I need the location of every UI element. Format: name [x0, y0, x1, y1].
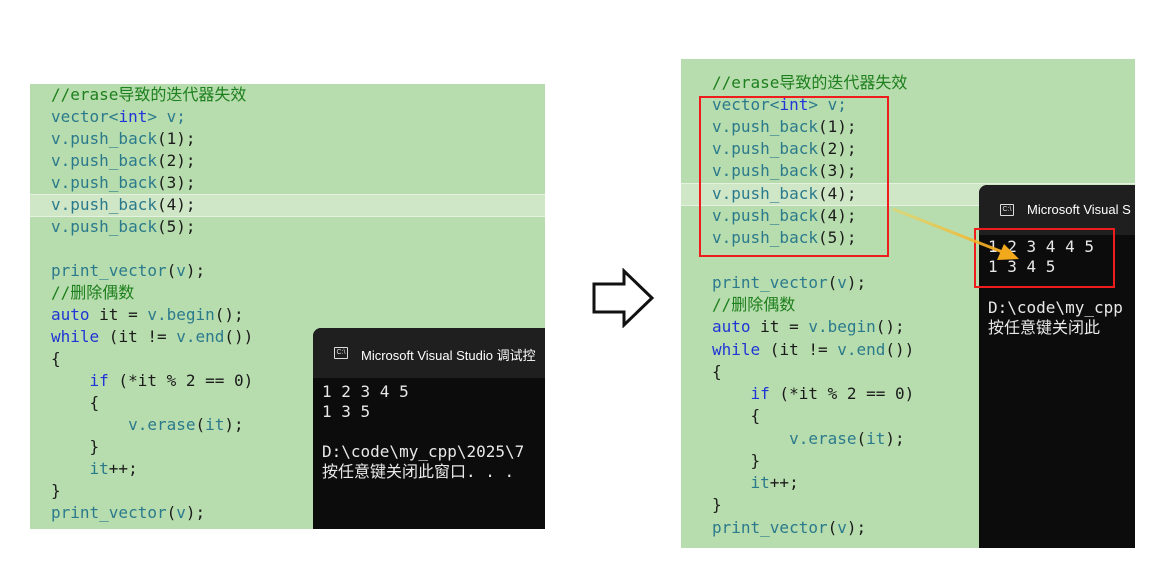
code-line: v.push_back(3);	[712, 161, 857, 180]
code-line: while (it != v.end())	[51, 327, 254, 346]
code-line: v.push_back(1);	[712, 117, 857, 136]
code-line: v.push_back(5);	[712, 228, 857, 247]
console-output-line: 按任意键关闭此	[988, 318, 1101, 337]
console-window-icon: C:\	[1000, 204, 1014, 216]
code-line: vector<int> v;	[51, 107, 186, 126]
code-line: }	[712, 495, 722, 514]
code-line: v.erase(it);	[128, 415, 244, 434]
code-line: {	[51, 393, 100, 412]
console-title: Microsoft Visual Studio 调试控	[361, 348, 536, 363]
code-line: it++;	[89, 459, 138, 478]
code-line: //erase导致的迭代器失效	[51, 85, 247, 104]
code-line: print_vector(v);	[51, 503, 206, 522]
code-line: v.push_back(2);	[712, 139, 857, 158]
code-line: v.erase(it);	[789, 429, 905, 448]
code-line: if (*it % 2 == 0)	[750, 384, 915, 403]
code-line: //删除偶数	[51, 283, 135, 302]
console-title-bar[interactable]: C:\ Microsoft Visual S	[979, 185, 1135, 235]
code-line: }	[712, 451, 761, 470]
code-line: v.push_back(4);	[51, 195, 196, 214]
console-title-bar[interactable]: C:\ Microsoft Visual Studio 调试控	[313, 328, 545, 378]
yellow-pointer-arrow-icon	[892, 207, 1019, 260]
code-line: print_vector(v);	[51, 261, 206, 280]
output-highlight-box	[974, 228, 1115, 288]
code-line: }	[51, 481, 61, 500]
code-line: v.push_back(4);	[712, 184, 857, 203]
code-line: print_vector(v);	[712, 273, 867, 292]
code-line: vector<int> v;	[712, 95, 847, 114]
code-line: print_vector(v);	[712, 518, 867, 537]
console-output-line: 1 3 4 5	[988, 257, 1056, 276]
code-line: }	[51, 437, 100, 456]
code-line: {	[712, 406, 761, 425]
console-window-icon: C:\	[334, 347, 348, 359]
code-line: v.push_back(2);	[51, 151, 196, 170]
console-output-line: D:\code\my_cpp\2025\7	[322, 442, 525, 461]
console-output-line: D:\code\my_cpp	[988, 298, 1123, 317]
right-arrow-outline-icon	[592, 268, 655, 328]
code-line: v.push_back(3);	[51, 173, 196, 192]
code-line: if (*it % 2 == 0)	[89, 371, 254, 390]
code-highlight-box	[699, 96, 889, 257]
current-line-highlight	[30, 194, 545, 217]
code-line: v.push_back(5);	[51, 217, 196, 236]
code-line: v.push_back(1);	[51, 129, 196, 148]
console-output-line: 按任意键关闭此窗口. . .	[322, 462, 515, 481]
code-line: {	[51, 349, 61, 368]
left-console-window[interactable]: C:\ Microsoft Visual Studio 调试控 1 2 3 4 …	[313, 328, 545, 529]
console-output-line: 1 2 3 4 5	[322, 382, 409, 401]
code-line: auto it = v.begin();	[51, 305, 244, 324]
code-line: while (it != v.end())	[712, 340, 915, 359]
code-line: v.push_back(4);	[712, 206, 857, 225]
left-code-editor: //erase导致的迭代器失效 vector<int> v; v.push_ba…	[30, 84, 545, 529]
code-line: {	[712, 362, 722, 381]
console-output-line: 1 2 3 4 4 5	[988, 237, 1094, 256]
console-output-line: 1 3 5	[322, 402, 371, 421]
code-line: //删除偶数	[712, 295, 796, 314]
code-line: //erase导致的迭代器失效	[712, 73, 908, 92]
code-line: auto it = v.begin();	[712, 317, 905, 336]
code-line: it++;	[750, 473, 799, 492]
console-title: Microsoft Visual S	[1027, 202, 1131, 217]
